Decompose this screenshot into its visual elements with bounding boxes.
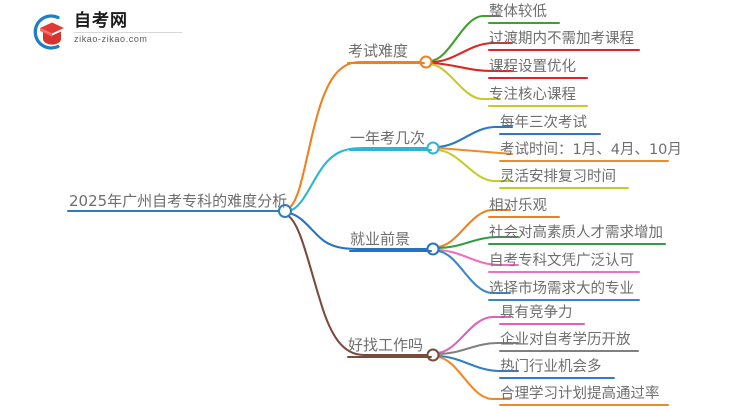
leaf-underline-0-3: [488, 105, 588, 107]
leaf-underline-2-3: [488, 299, 640, 301]
leaf-curve-0-2: [429, 61, 514, 73]
branch-node-dot-1: [426, 141, 440, 155]
leaf-curve-3-2: [436, 354, 520, 373]
leaf-label-0-1[interactable]: 过渡期内不需加考课程: [489, 31, 634, 47]
leaf-underline-2-2: [488, 271, 640, 273]
leaf-label-0-3[interactable]: 专注核心课程: [489, 87, 576, 103]
logo-text-block: 自考网 zikao-zikao.com: [74, 11, 186, 45]
branch-curve-1: [287, 146, 430, 213]
branch-label-job-prospects[interactable]: 就业前景: [350, 230, 411, 248]
logo-title: 自考网: [74, 11, 128, 31]
leaf-underline-3-2: [499, 377, 615, 379]
root-node-dot: [278, 204, 292, 218]
branch-underline-2: [349, 250, 432, 252]
leaf-underline-1-1: [499, 160, 669, 162]
leaf-label-1-2[interactable]: 灵活安排复习时间: [500, 169, 616, 185]
leaf-label-3-0[interactable]: 具有竞争力: [500, 305, 573, 321]
root-node-label[interactable]: 2025年广州自考专科的难度分析: [69, 192, 288, 210]
branch-label-exam-frequency[interactable]: 一年考几次: [350, 129, 426, 147]
leaf-curve-0-1: [429, 41, 514, 64]
site-logo[interactable]: 自考网 zikao-zikao.com: [28, 10, 188, 54]
branch-curve-3: [285, 213, 430, 357]
leaf-label-0-0[interactable]: 整体较低: [489, 4, 547, 20]
branch-label-job-search[interactable]: 好找工作吗: [348, 336, 424, 354]
leaf-underline-1-0: [499, 133, 601, 135]
branch-underline-1: [349, 149, 432, 151]
leaf-label-3-1[interactable]: 企业对自考学历开放: [500, 332, 631, 348]
leaf-curve-3-0: [435, 315, 512, 355]
leaf-curve-1-2: [435, 148, 514, 183]
leaf-underline-3-3: [499, 404, 669, 406]
leaf-underline-0-0: [488, 22, 560, 24]
branch-label-exam-difficulty[interactable]: 考试难度: [348, 42, 409, 60]
branch-underline-0: [347, 62, 425, 64]
graduation-cap-logo-icon: [33, 14, 64, 50]
logo-subtitle: zikao-zikao.com: [74, 34, 148, 44]
leaf-underline-0-2: [488, 77, 588, 79]
leaf-underline-1-2: [499, 187, 629, 189]
logo-divider: [74, 32, 182, 33]
branch-underline-3: [347, 356, 432, 358]
leaf-curve-1-0: [435, 125, 514, 149]
leaf-label-2-2[interactable]: 自考专科文凭广泛认可: [489, 253, 634, 269]
leaf-underline-3-1: [499, 350, 639, 352]
branch-curve-0: [285, 60, 423, 211]
leaf-underline-2-0: [488, 216, 560, 218]
leaf-label-2-3[interactable]: 选择市场需求大的专业: [489, 281, 634, 297]
leaf-curve-2-1: [436, 235, 520, 250]
branch-node-dot-3: [426, 348, 440, 362]
leaf-curve-0-0: [428, 14, 502, 63]
leaf-curve-0-3: [428, 62, 502, 101]
leaf-underline-2-1: [488, 243, 666, 245]
leaf-underline-3-0: [499, 323, 585, 325]
leaf-label-1-1[interactable]: 考试时间：1月、4月、10月: [500, 142, 682, 158]
leaf-label-1-0[interactable]: 每年三次考试: [500, 115, 587, 131]
branch-node-dot-2: [426, 242, 440, 256]
branch-curve-2: [287, 211, 430, 251]
leaf-curve-2-2: [436, 248, 520, 267]
leaf-label-0-2[interactable]: 课程设置优化: [489, 59, 576, 75]
leaf-curve-3-3: [435, 355, 512, 401]
leaf-underline-0-1: [488, 49, 640, 51]
leaf-curve-3-1: [436, 341, 520, 356]
leaf-label-3-3[interactable]: 合理学习计划提高通过率: [500, 386, 660, 402]
leaf-curve-1-1: [436, 146, 514, 156]
leaf-curve-2-3: [435, 249, 512, 295]
leaf-label-2-0[interactable]: 相对乐观: [489, 198, 547, 214]
leaf-curve-2-0: [435, 208, 512, 249]
leaf-label-2-1[interactable]: 社会对高素质人才需求增加: [489, 225, 663, 241]
leaf-label-3-2[interactable]: 热门行业机会多: [500, 359, 602, 375]
